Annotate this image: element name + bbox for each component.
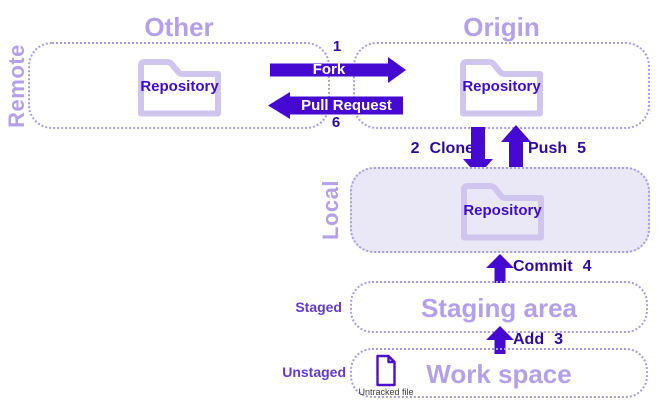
staged-row-label: Staged <box>295 299 342 315</box>
push-label: Push <box>528 140 568 157</box>
origin-repo-box <box>353 42 650 129</box>
repository-label: Repository <box>463 202 542 219</box>
pull-request-step-number: 6 <box>331 114 341 131</box>
clone-action-label: 2 Clone <box>400 140 474 158</box>
push-arrow <box>501 125 531 178</box>
add-arrow-icon <box>486 326 514 354</box>
pull-request-arrow: Pull Request <box>268 92 403 119</box>
other-title: Other <box>144 12 214 42</box>
fork-arrow: Fork <box>270 57 406 83</box>
local-repository: Repository <box>459 181 546 242</box>
add-action-label: Add 3 <box>513 331 563 349</box>
push-step-number: 5 <box>577 140 587 157</box>
add-arrow <box>486 326 514 359</box>
workspace-box <box>350 348 648 398</box>
commit-arrow-icon <box>486 254 514 283</box>
add-label: Add <box>513 331 545 348</box>
untracked-file-icon <box>376 354 396 387</box>
commit-label: Commit <box>513 258 573 275</box>
repository-label: Repository <box>462 78 541 95</box>
origin-repository: Repository <box>458 57 545 118</box>
repository-label: Repository <box>140 78 219 95</box>
pull-request-arrow-icon <box>268 92 403 119</box>
commit-step-number: 4 <box>582 258 592 275</box>
other-repository: Repository <box>136 57 223 118</box>
clone-label: Clone <box>429 140 474 157</box>
other-repo-box <box>28 42 330 129</box>
origin-title: Origin <box>463 12 540 42</box>
staging-area-title: Staging area <box>420 293 578 323</box>
untracked-file-caption: Untracked file <box>358 387 414 397</box>
fork-arrow-icon <box>270 57 406 83</box>
local-section-label-wrap: Local <box>314 167 348 253</box>
fork-arrow-label: Fork <box>312 61 346 78</box>
pull-request-arrow-label: Pull Request <box>301 97 392 114</box>
clone-arrow <box>463 127 493 181</box>
push-arrow-icon <box>501 125 531 173</box>
clone-arrow-icon <box>463 127 493 176</box>
commit-arrow <box>486 254 514 288</box>
clone-step-number: 2 <box>410 140 420 157</box>
add-step-number: 3 <box>554 331 564 348</box>
unstaged-row-label: Unstaged <box>282 364 346 380</box>
folder-icon <box>460 59 543 117</box>
local-section-label: Local <box>318 180 343 240</box>
untracked-file: Untracked file <box>358 354 414 397</box>
commit-action-label: Commit 4 <box>513 258 591 276</box>
folder-icon <box>461 183 544 241</box>
remote-section-label: Remote <box>4 43 29 128</box>
fork-step-number: 1 <box>332 38 342 55</box>
push-action-label: Push 5 <box>528 140 586 158</box>
folder-icon <box>138 59 221 117</box>
workspace-title: Work space <box>426 359 572 389</box>
